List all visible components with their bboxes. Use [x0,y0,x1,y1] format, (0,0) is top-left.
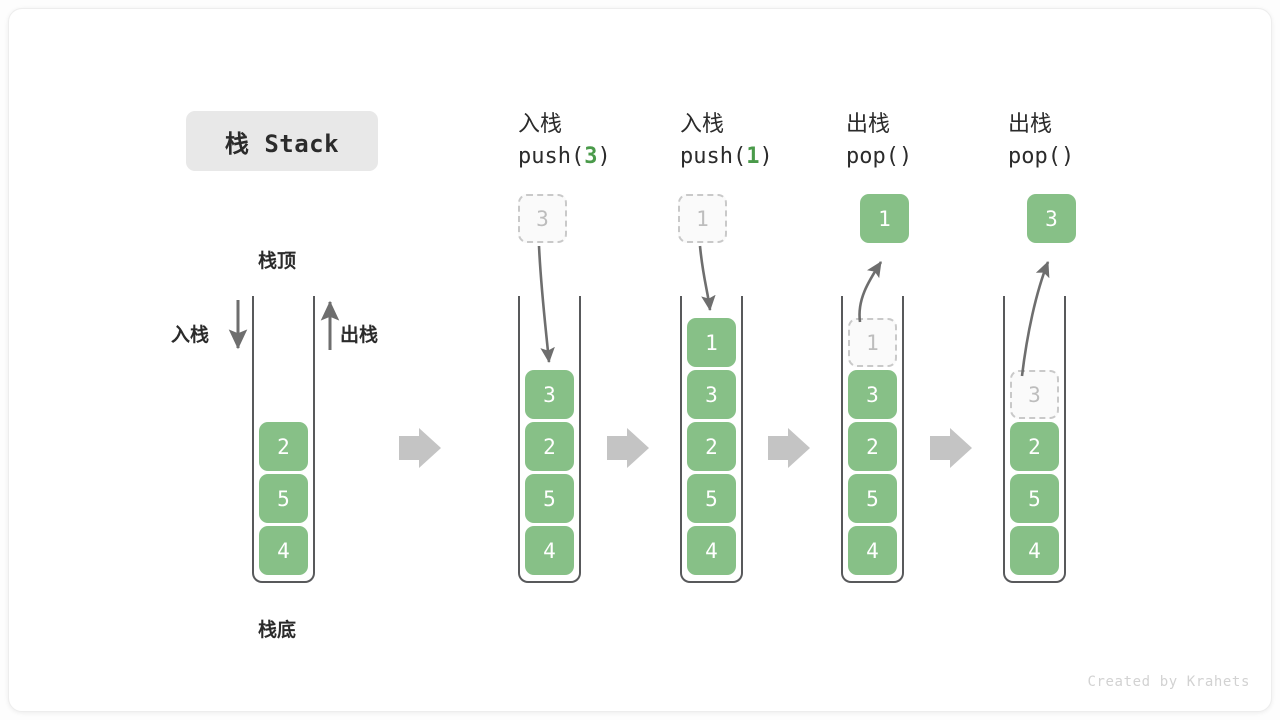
code-prefix: push( [680,143,747,169]
stack-container [252,296,315,583]
code-argument: 3 [584,143,598,169]
stack-cell: 2 [1010,422,1059,471]
operation-cn-label: 入栈 [518,111,563,136]
stack-cell: 5 [687,474,736,523]
stack-cell: 1 [687,318,736,367]
operation-code-label: push(3) [518,141,611,174]
operation-header-pop-1: 出栈 pop() [846,108,912,173]
stack-cell: 3 [525,370,574,419]
code-argument: 1 [746,143,760,169]
stack-cell: 4 [525,526,574,575]
stack-cell: 2 [848,422,897,471]
stack-container [1003,296,1066,583]
stack-cell: 4 [259,526,308,575]
operation-code-label: push(1) [680,141,773,174]
stack-cell: 4 [687,526,736,575]
stack-cell: 3 [687,370,736,419]
operation-cn-label: 入栈 [680,111,725,136]
popped-element: 1 [860,194,909,243]
stack-cell: 3 [848,370,897,419]
operation-header-pop-3: 出栈 pop() [1008,108,1074,173]
stack-cell: 4 [848,526,897,575]
stack-cell: 5 [1010,474,1059,523]
code-suffix: ) [597,143,611,169]
stack-cell: 2 [687,422,736,471]
operation-cn-label: 出栈 [1008,111,1053,136]
code-prefix: push( [518,143,585,169]
stack-container [841,296,904,583]
operation-code-label: pop() [846,143,913,169]
stack-container [518,296,581,583]
stack-container [680,296,743,583]
figure-title-text: 栈 Stack [224,129,340,158]
stack-cell: 2 [525,422,574,471]
stack-cell-ghost: 3 [1010,370,1059,419]
figure-title-chip: 栈 Stack [186,111,378,171]
operation-code-label: pop() [1008,143,1075,169]
stack-cell: 5 [848,474,897,523]
push-direction-label: 入栈 [171,325,210,346]
stack-cell: 5 [259,474,308,523]
stack-cell-ghost: 1 [848,318,897,367]
incoming-element-ghost: 1 [678,194,727,243]
operation-cn-label: 出栈 [846,111,891,136]
operation-header-push-1: 入栈 push(1) [680,108,773,173]
stack-cell: 4 [1010,526,1059,575]
incoming-element-ghost: 3 [518,194,567,243]
footer-credit: Created by Krahets [1087,674,1250,690]
stack-top-label: 栈顶 [258,251,297,272]
stack-cell: 2 [259,422,308,471]
stack-cell: 5 [525,474,574,523]
code-suffix: ) [759,143,773,169]
stack-bottom-label: 栈底 [258,620,297,641]
popped-element: 3 [1027,194,1076,243]
pop-direction-label: 出栈 [340,325,379,346]
operation-header-push-3: 入栈 push(3) [518,108,611,173]
